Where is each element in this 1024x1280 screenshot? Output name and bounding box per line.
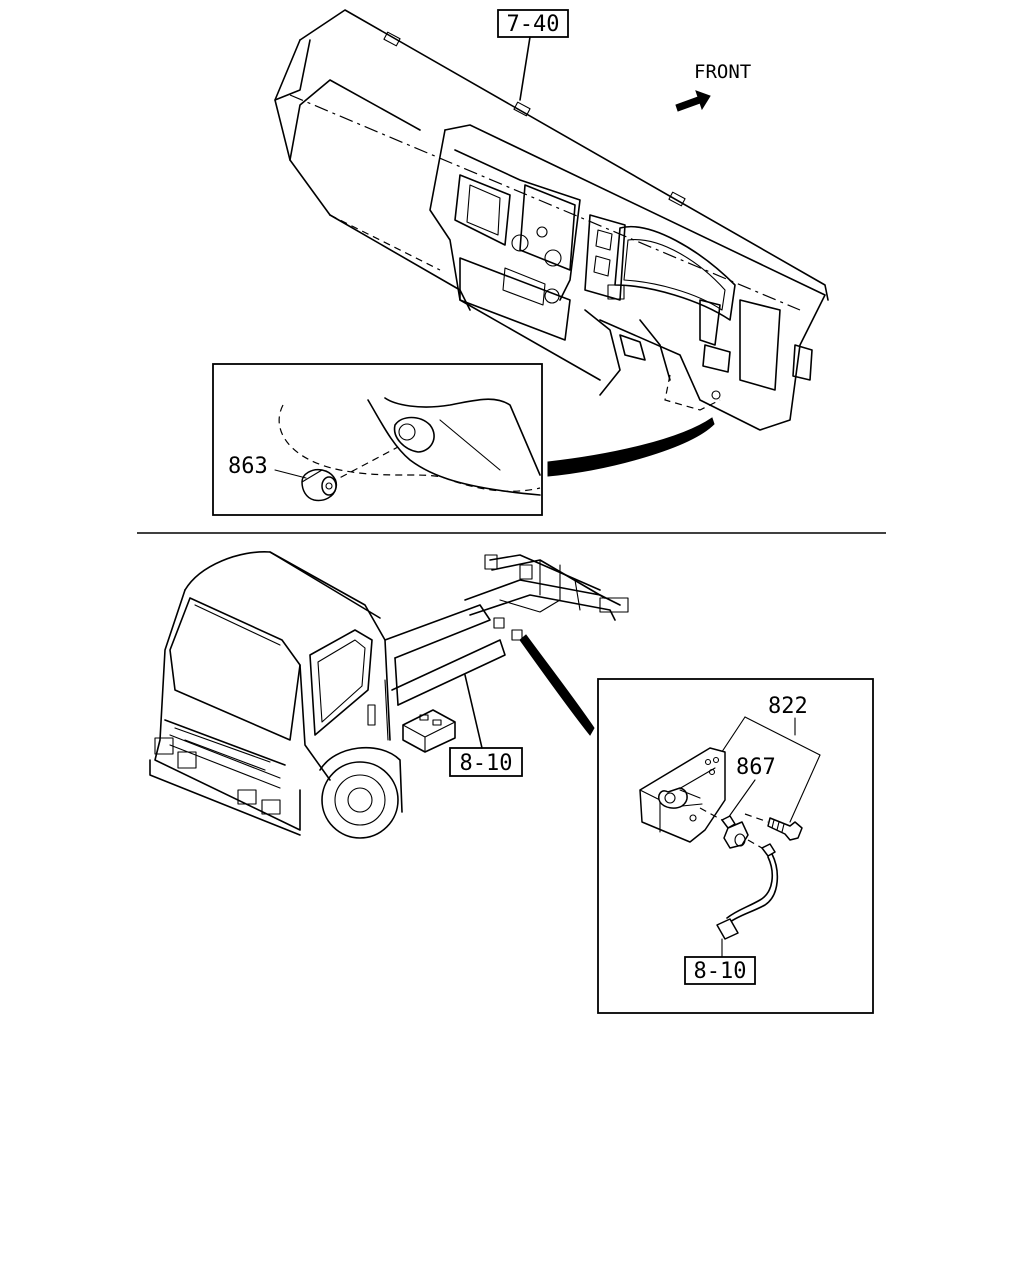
- arrow-right-icon: [675, 90, 711, 112]
- detail-pointer-bottom: [519, 634, 595, 736]
- plug-detail-box: 863: [212, 363, 543, 516]
- plug-part-number[interactable]: 863: [228, 454, 268, 479]
- truck-assembly: [149, 551, 629, 839]
- dashboard-ref-callout[interactable]: 7-40: [497, 9, 569, 101]
- bracket-part-number[interactable]: 822: [768, 694, 808, 719]
- frame-ref-label: 8-10: [460, 751, 513, 776]
- sensor-detail-box: 822 867 8-1: [597, 678, 874, 1014]
- frame-ref-callout[interactable]: 8-10: [449, 674, 523, 777]
- front-label: FRONT: [694, 61, 751, 83]
- front-indicator: FRONT: [675, 61, 751, 112]
- dashboard-assembly: [274, 9, 829, 431]
- sensor-part-number[interactable]: 867: [736, 755, 776, 780]
- harness-ref-label[interactable]: 8-10: [694, 959, 747, 984]
- detail-pointer-top: [547, 417, 715, 477]
- dashboard-ref-label: 7-40: [507, 12, 560, 37]
